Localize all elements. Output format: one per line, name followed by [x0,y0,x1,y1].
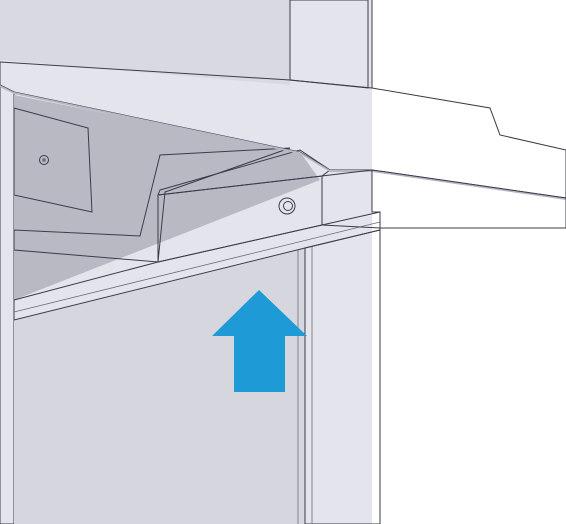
right-top-ledge [371,169,566,229]
rail-screw-hole [278,197,296,215]
bracket-arm [13,147,291,263]
mounting-bracket [13,107,93,213]
upper-back-panel [0,0,290,85]
up-arrow-icon [212,290,307,392]
rail-screw [283,201,293,211]
shelf-cavity [14,95,320,300]
right-door-lower [380,228,566,524]
front-rail-top [157,149,331,196]
bracket-screw-hole [39,155,49,165]
